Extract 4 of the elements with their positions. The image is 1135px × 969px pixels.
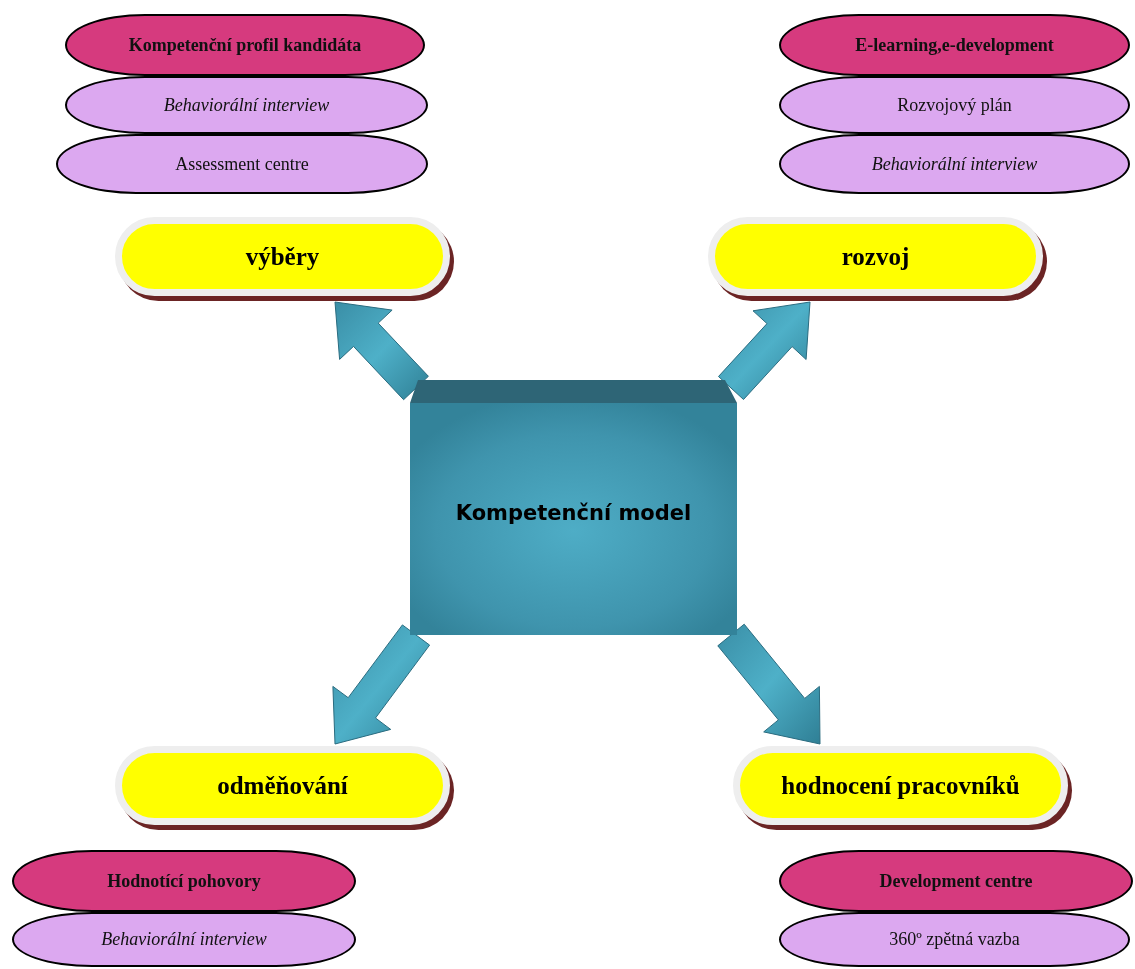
block-arrow [718,301,811,400]
block-arrow [332,624,431,745]
block-arrow [334,301,429,401]
block-arrow [717,623,821,745]
